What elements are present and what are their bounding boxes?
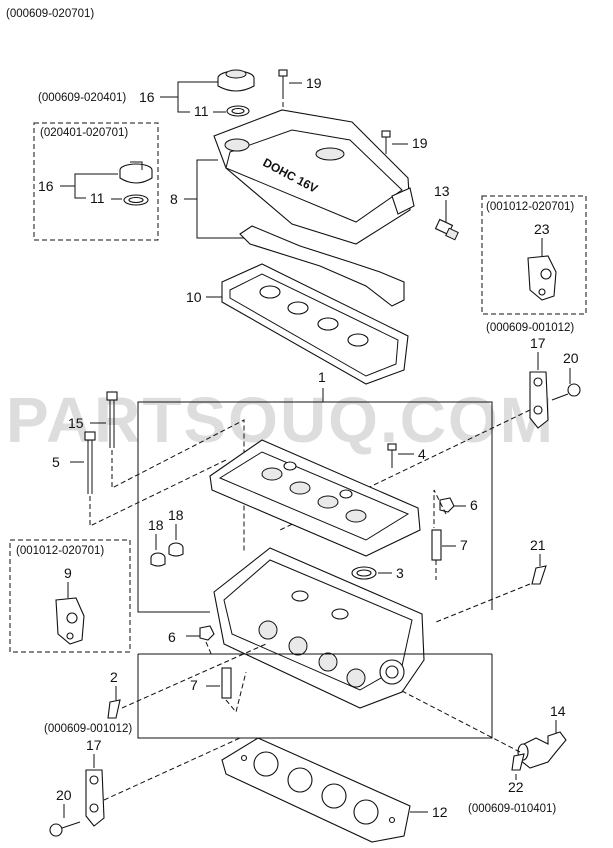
callout-19b[interactable]: 19	[412, 135, 428, 151]
code-box-left: (001012-020701)	[16, 545, 104, 557]
code-box-right: (001012-020701)	[486, 201, 574, 213]
stud-7b[interactable]	[221, 667, 232, 699]
callout-17b[interactable]: 17	[86, 737, 102, 753]
leader-1	[137, 388, 493, 613]
callout-16a[interactable]: 16	[139, 89, 155, 105]
callout-22[interactable]: 22	[508, 779, 524, 795]
nut-6b[interactable]	[199, 625, 215, 641]
watermark: PARTSOUQ.COM	[6, 384, 555, 456]
callout-9[interactable]: 9	[64, 565, 72, 581]
cover-baffle[interactable]	[239, 225, 405, 307]
cylinder-head-cover[interactable]: DOHC 16V	[213, 109, 415, 245]
callout-4[interactable]: 4	[418, 446, 426, 462]
callout-20a[interactable]: 20	[563, 350, 579, 366]
bolt-4[interactable]	[387, 443, 397, 468]
leader-16b	[60, 173, 118, 199]
callout-15[interactable]: 15	[68, 415, 84, 431]
callout-6a[interactable]: 6	[470, 497, 478, 513]
callout-18b[interactable]: 18	[168, 507, 184, 523]
code-box-right-bottom: (000609-001012)	[486, 322, 574, 334]
plug-18a[interactable]	[150, 552, 166, 567]
oil-filler-cap-alt[interactable]	[119, 161, 153, 184]
callout-13[interactable]: 13	[434, 183, 450, 199]
oil-filler-cap[interactable]	[217, 69, 255, 92]
leader-16a	[160, 81, 218, 113]
callout-11a[interactable]: 11	[194, 103, 209, 119]
leader-18	[155, 524, 177, 550]
leader-8	[184, 159, 245, 239]
bolt-19b[interactable]	[381, 130, 391, 154]
seal-3[interactable]	[351, 566, 377, 580]
stud-21[interactable]	[531, 565, 547, 585]
bracket-9[interactable]	[55, 597, 85, 645]
header-code: (000609-020701)	[6, 8, 94, 20]
callout-2[interactable]: 2	[110, 669, 118, 685]
callout-3[interactable]: 3	[396, 565, 404, 581]
cover-gasket[interactable]	[221, 263, 409, 385]
code-22: (000609-010401)	[468, 803, 556, 815]
callout-17a[interactable]: 17	[530, 335, 546, 351]
dash-2	[121, 643, 267, 709]
dash-21	[435, 583, 531, 623]
callout-10[interactable]: 10	[186, 289, 202, 305]
variant-box-right	[481, 195, 587, 315]
callout-7b[interactable]: 7	[190, 677, 198, 693]
dash-17b	[103, 737, 241, 801]
callout-18a[interactable]: 18	[148, 517, 164, 533]
camshaft-carrier[interactable]	[209, 439, 421, 557]
code-2: (000609-001012)	[44, 723, 132, 735]
stud-7a[interactable]	[431, 529, 442, 561]
callout-20b[interactable]: 20	[56, 787, 72, 803]
head-bolt-5[interactable]	[84, 431, 96, 494]
callout-6b[interactable]: 6	[168, 629, 176, 645]
callout-5[interactable]: 5	[52, 454, 60, 470]
dash-17a	[279, 409, 531, 531]
oil-cap-seal-alt[interactable]	[123, 194, 149, 206]
callout-19a[interactable]: 19	[306, 75, 322, 91]
callout-7a[interactable]: 7	[460, 537, 468, 553]
bolt-20a[interactable]	[551, 383, 581, 401]
dash-6a	[433, 489, 447, 528]
plug-18b[interactable]	[168, 542, 184, 557]
head-bolt-15[interactable]	[106, 391, 118, 448]
callout-12[interactable]: 12	[432, 804, 448, 820]
callout-8[interactable]: 8	[170, 191, 178, 207]
nut-6a[interactable]	[439, 497, 455, 513]
code-box-top: (020401-020701)	[40, 127, 128, 139]
bolt-20b[interactable]	[49, 821, 81, 837]
dash-5	[89, 459, 227, 527]
dash-14	[399, 689, 521, 753]
dash-7b	[225, 671, 247, 714]
engine-hanger-17b[interactable]	[85, 769, 105, 827]
stud-2[interactable]	[107, 699, 121, 719]
bracket-23[interactable]	[527, 255, 557, 301]
stud-22[interactable]	[511, 753, 525, 771]
head-gasket[interactable]	[221, 737, 411, 843]
callout-23[interactable]: 23	[534, 221, 550, 237]
callout-1[interactable]: 1	[318, 369, 326, 385]
water-pipe[interactable]	[517, 731, 567, 769]
engine-hanger-17a[interactable]	[529, 371, 549, 429]
pcv-valve[interactable]	[434, 218, 459, 241]
callout-11b[interactable]: 11	[90, 190, 105, 206]
callout-21[interactable]: 21	[530, 537, 546, 553]
oil-cap-seal[interactable]	[226, 105, 250, 117]
code-16a: (000609-020401)	[38, 92, 126, 104]
callout-16b[interactable]: 16	[38, 178, 54, 194]
callout-14[interactable]: 14	[550, 703, 566, 719]
frame-lower	[137, 654, 493, 739]
cylinder-head[interactable]	[213, 547, 425, 709]
variant-box-left	[9, 539, 131, 653]
